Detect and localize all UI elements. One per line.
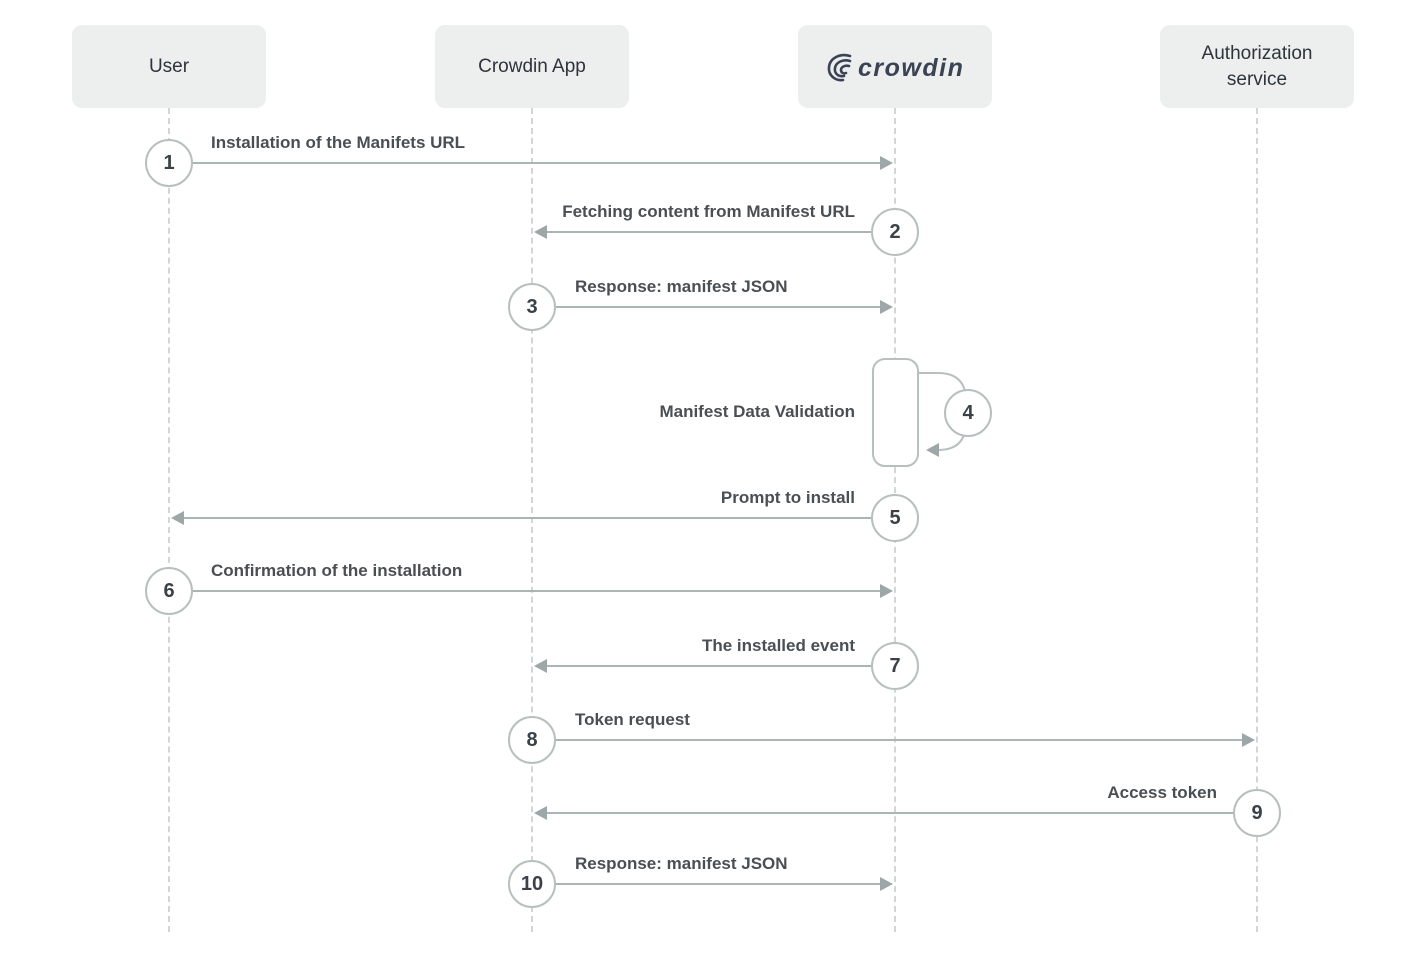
message-9-step-badge: 9 xyxy=(1233,789,1281,837)
message-6-line xyxy=(192,590,882,592)
message-10-step-badge: 10 xyxy=(508,860,556,908)
message-7-line xyxy=(545,665,871,667)
message-2-label: Fetching content from Manifest URL xyxy=(562,202,855,221)
message-1-arrowhead xyxy=(880,156,893,170)
message-7-arrowhead xyxy=(534,659,547,673)
message-3-step-badge: 3 xyxy=(508,283,556,331)
message-3-label: Response: manifest JSON xyxy=(575,277,788,296)
lifeline-authorization-service xyxy=(1256,108,1258,932)
message-2-line xyxy=(545,231,871,233)
message-3-line xyxy=(556,306,882,308)
message-5-label: Prompt to install xyxy=(720,488,855,507)
actor-crowdin-app-label: Crowdin App xyxy=(478,55,586,77)
message-4-step-badge: 4 xyxy=(944,389,992,437)
message-8-label: Token request xyxy=(575,710,690,729)
actor-authorization-service-label: Authorization service xyxy=(1201,42,1313,90)
message-8-line xyxy=(556,739,1244,741)
message-2-step-badge: 2 xyxy=(871,208,919,256)
message-10-arrowhead xyxy=(880,877,893,891)
message-1-label: Installation of the Manifets URL xyxy=(211,133,466,152)
message-10-label: Response: manifest JSON xyxy=(575,854,788,873)
actor-user: User xyxy=(72,25,266,108)
message-1-line xyxy=(192,162,882,164)
message-9-label: Access token xyxy=(1107,783,1217,802)
message-7-step-badge: 7 xyxy=(871,642,919,690)
actor-crowdin: crowdin xyxy=(798,25,992,108)
message-10-line xyxy=(556,883,882,885)
message-5-arrowhead xyxy=(171,511,184,525)
message-5-line xyxy=(182,517,871,519)
actor-user-label: User xyxy=(148,55,190,77)
message-2-arrowhead xyxy=(534,225,547,239)
message-6-arrowhead xyxy=(880,584,893,598)
message-5-step-badge: 5 xyxy=(871,494,919,542)
message-9-arrowhead xyxy=(534,806,547,820)
message-1-step-badge: 1 xyxy=(145,139,193,187)
message-9-line xyxy=(545,812,1233,814)
message-6-step-badge: 6 xyxy=(145,567,193,615)
lifeline-crowdin-app xyxy=(531,108,533,932)
message-3-arrowhead xyxy=(880,300,893,314)
message-7-label: The installed event xyxy=(701,636,855,655)
message-8-arrowhead xyxy=(1242,733,1255,747)
message-8-step-badge: 8 xyxy=(508,716,556,764)
lifeline-user xyxy=(168,108,170,932)
message-4-label: Manifest Data Validation xyxy=(659,402,855,421)
actor-crowdin-app: Crowdin App xyxy=(435,25,629,108)
crowdin-logo-icon: crowdin xyxy=(827,53,964,82)
actor-authorization-service: Authorization service xyxy=(1160,25,1354,108)
crowdin-logo-wordmark: crowdin xyxy=(858,54,964,82)
message-6-label: Confirmation of the installation xyxy=(211,561,463,580)
message-4-activation-box xyxy=(872,358,919,467)
